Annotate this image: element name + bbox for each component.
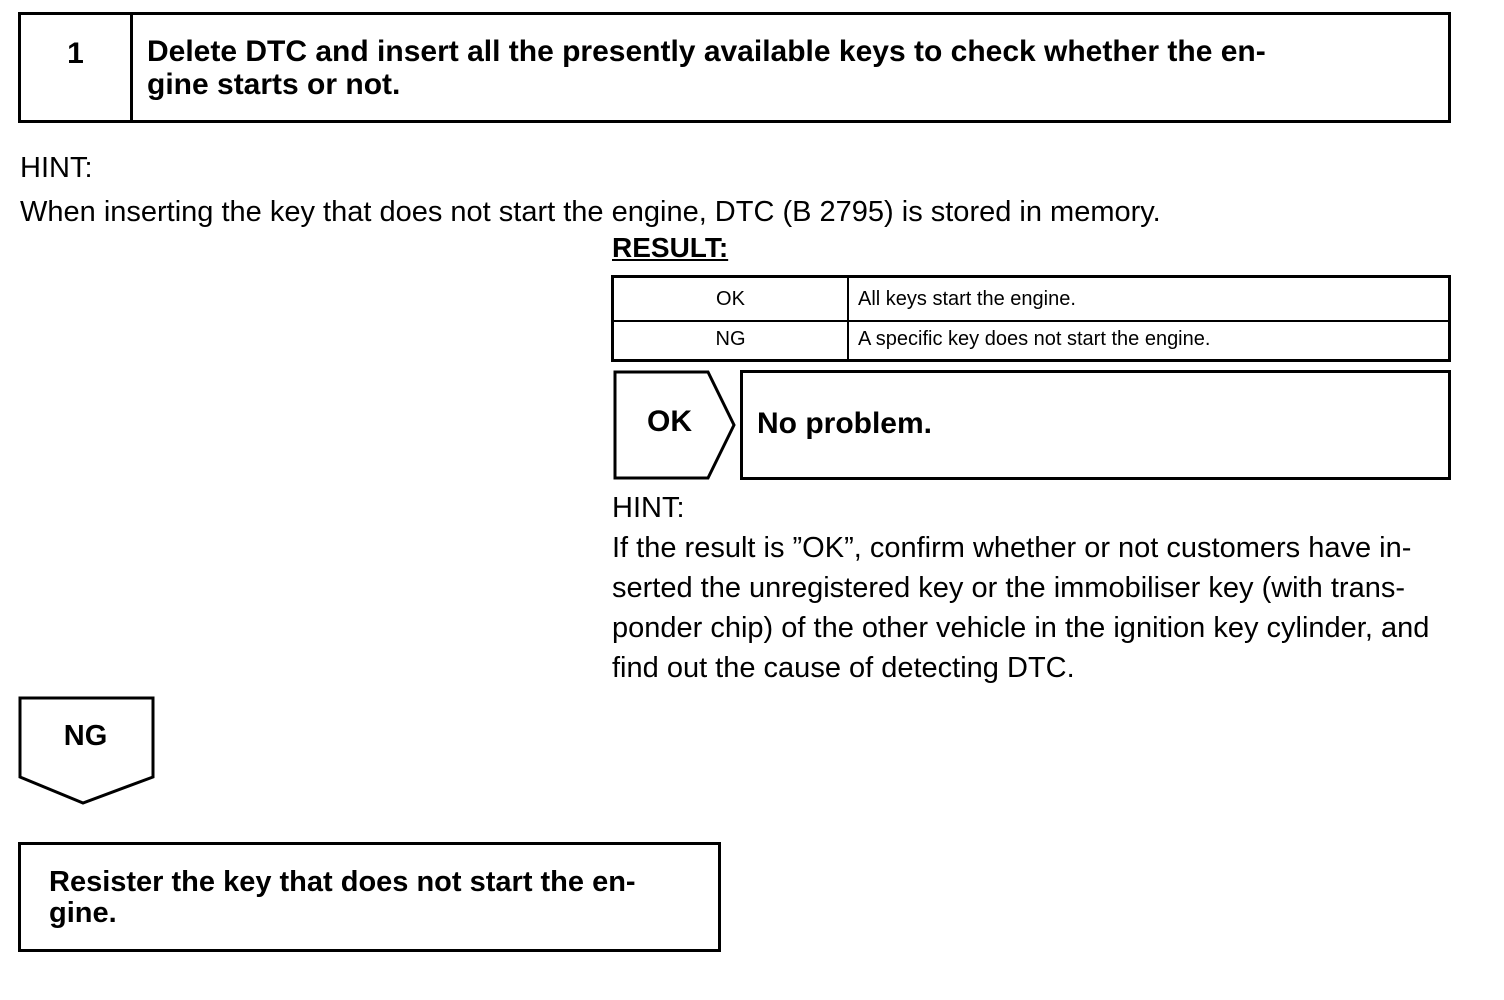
step-number: 1 [21, 15, 133, 120]
result-code-cell: OK [614, 278, 849, 320]
step-header-box: 1 Delete DTC and insert all the presentl… [18, 12, 1451, 123]
result-description-cell: All keys start the engine. [858, 287, 1076, 310]
hint-text: When inserting the key that does not sta… [20, 196, 1161, 228]
hint-label: HINT: [612, 492, 685, 524]
ng-arrow-icon [18, 696, 155, 805]
ok-arrow-icon [613, 370, 736, 480]
ok-result-text: No problem. [757, 407, 933, 440]
step-title: Delete DTC and insert all the presently … [147, 35, 1266, 101]
table-row: OK All keys start the engine. [614, 278, 1448, 322]
table-row: NG A specific key does not start the eng… [614, 320, 1448, 359]
ng-arrow-label: NG [63, 720, 108, 752]
action-text: Resister the key that does not start the… [49, 866, 636, 929]
result-table: OK All keys start the engine. NG A speci… [611, 275, 1451, 362]
result-code-cell: NG [614, 320, 849, 359]
ok-arrow-label: OK [647, 405, 692, 438]
action-box: Resister the key that does not start the… [18, 842, 721, 952]
result-description-cell: A specific key does not start the engine… [858, 328, 1211, 350]
hint-text: If the result is ”OK”, confirm whether o… [612, 532, 1430, 684]
hint-label: HINT: [20, 152, 93, 184]
result-label: RESULT: [612, 232, 729, 263]
ok-result-box: No problem. [740, 370, 1451, 480]
